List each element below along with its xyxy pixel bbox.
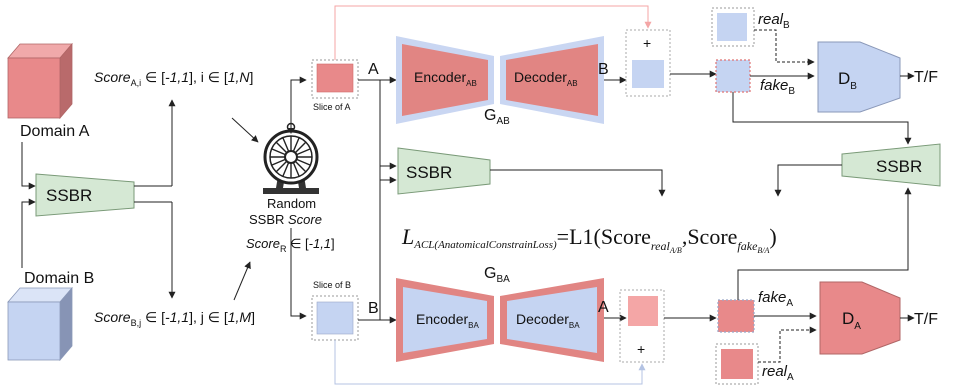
score-a-text: ScoreA,i ∈ [-1,1], i ∈ [1,N] [94,69,253,88]
fake-b-box [715,59,751,93]
real-b-label: realB [758,11,790,31]
left-ssbr-label: SSBR [46,186,92,205]
tf-bottom: T/F [914,311,938,328]
fake-a-label: fakeA [758,289,793,309]
generator-ba [396,278,604,362]
left-ssbr-block [35,173,135,217]
tf-top: T/F [914,69,938,86]
g-ab-label: GAB [484,107,510,127]
middle-ssbr-block [397,147,491,195]
acl-loss-formula: LACL(AnatomicalConstrainLoss)=L1(Scorere… [401,224,777,255]
random-ssbr-score-label: SSBR Score [249,212,322,227]
output-b-box [632,60,664,88]
letter-b-top: B [598,61,609,78]
middle-ssbr-label: SSBR [406,163,452,182]
slice-b-box [316,301,354,335]
letter-a-top: A [368,61,379,78]
discriminator-b [817,41,901,113]
blue-skip-arrow [334,340,646,385]
slice-b-label: Slice of B [313,280,351,290]
real-a-label: realA [762,363,794,383]
slice-a-label: Slice of A [313,102,351,112]
score-b-text: ScoreB,j ∈ [-1,1], j ∈ [1,M] [94,309,255,328]
d-b-label: DB [838,69,857,92]
score-r-text: ScoreR ∈ [-1,1] [246,236,335,254]
domain-b-label: Domain B [24,270,94,287]
encoder-ba-label: EncoderBA [416,311,479,330]
domain-b-cube [7,286,73,362]
domain-a-label: Domain A [20,123,90,140]
real-b-box [717,13,747,41]
d-a-label: DA [842,309,861,332]
output-a-box [628,296,658,326]
generator-ab [396,36,604,124]
decoder-ab-label: DecoderAB [514,69,578,88]
right-ssbr-block [841,143,941,187]
fake-b-label: fakeB [760,77,795,97]
domain-b-to-ssbr-line [21,198,36,268]
pink-skip-arrow [334,5,652,60]
fake-a-box [717,299,755,333]
domain-a-to-ssbr-line [21,142,36,190]
domain-a-cube [7,42,73,120]
g-ba-label: GBA [484,265,510,285]
plus-bottom: + [637,341,645,357]
plus-top: + [643,35,651,51]
slice-a-box [316,63,354,93]
real-a-box [721,349,753,379]
random-label: Random [267,196,316,211]
random-wheel-icon [263,122,319,194]
letter-a-bottom: A [598,299,609,316]
right-ssbr-label: SSBR [876,157,922,176]
letter-b-bottom: B [368,300,379,317]
encoder-ab-label: EncoderAB [414,69,477,88]
discriminator-a [819,281,901,355]
decoder-ba-label: DecoderBA [516,311,580,330]
